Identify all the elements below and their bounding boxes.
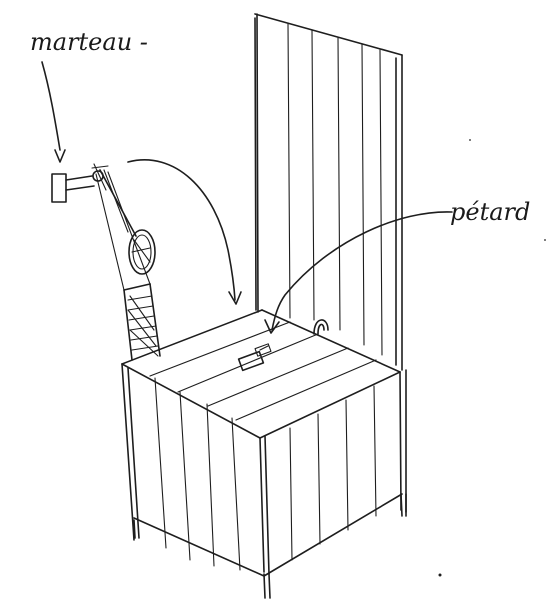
hammer-label: marteau - [30, 28, 148, 56]
hammer-label-arrow [42, 62, 65, 162]
chair-body [122, 364, 406, 598]
firecracker-label-arrow [265, 212, 452, 333]
firecracker [239, 344, 271, 371]
swing-arrow [128, 160, 241, 304]
hammer-mechanism [52, 164, 160, 360]
chair-seat [122, 310, 400, 438]
firecracker-label: pétard [450, 198, 530, 226]
seat-hook [314, 320, 328, 334]
